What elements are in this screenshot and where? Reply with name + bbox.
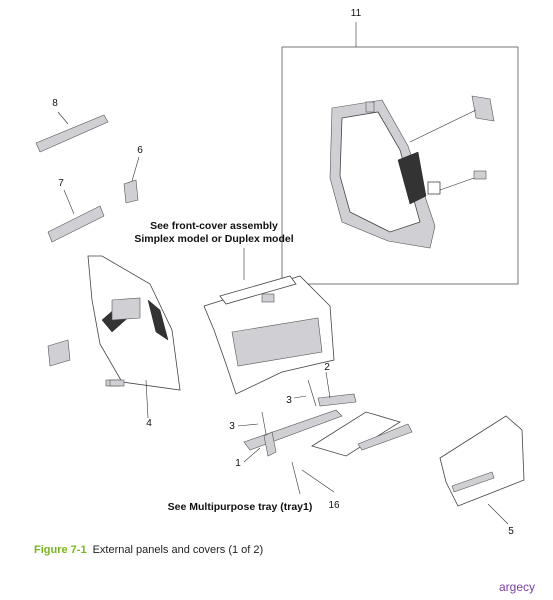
part-3-springs — [237, 379, 317, 435]
callout-7: 7 — [58, 178, 64, 189]
figure-caption: Figure 7-1 External panels and covers (1 … — [34, 544, 263, 556]
watermark: argecy — [498, 580, 535, 594]
front-cover-note-line2: Simplex model or Duplex model — [134, 233, 293, 245]
callout-11: 11 — [351, 8, 362, 19]
figure-title: External panels and covers (1 of 2) — [92, 544, 264, 556]
callout-3-upper: 3 — [286, 395, 292, 406]
part-6-latch — [123, 156, 140, 204]
part-11-frame — [281, 46, 519, 285]
part-2-guide — [317, 371, 357, 407]
part-11-rear-panel — [329, 95, 495, 249]
callout-6: 6 — [137, 145, 143, 156]
callout-8: 8 — [52, 98, 58, 109]
callout-16: 16 — [328, 500, 340, 511]
part-5-front-door — [439, 415, 525, 525]
part-4-left-panel — [47, 255, 181, 419]
callout-2: 2 — [324, 362, 330, 373]
part-7-grille — [47, 189, 105, 243]
part-16-tray — [291, 411, 413, 495]
part-1-lever — [243, 409, 343, 463]
part-8-bracket — [35, 111, 109, 153]
front-cover-note-line1: See front-cover assembly — [150, 220, 278, 232]
front-cover-assembly — [203, 248, 335, 395]
callout-4: 4 — [146, 418, 152, 429]
mp-tray-note: See Multipurpose tray (tray1) — [168, 501, 313, 513]
callout-1: 1 — [235, 458, 241, 469]
screw-icon — [109, 379, 125, 387]
callout-5: 5 — [508, 526, 514, 537]
figure-label: Figure 7-1 — [34, 544, 87, 556]
callout-3-lower: 3 — [229, 421, 235, 432]
